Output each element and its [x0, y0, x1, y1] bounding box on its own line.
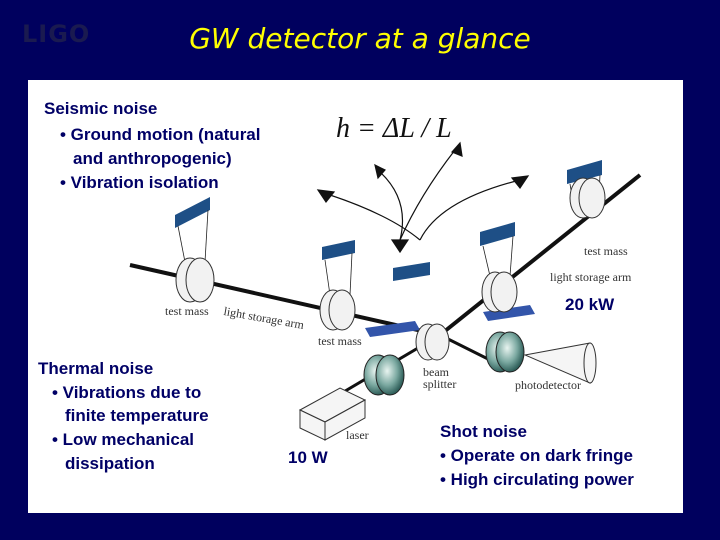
label-test-mass-center: test mass	[318, 334, 362, 348]
thermal-bullet-1: • Vibrations due to	[52, 383, 202, 402]
recycling-mirror-right-icon	[485, 331, 525, 373]
seismic-heading: Seismic noise	[44, 99, 158, 118]
photodetector-icon	[523, 342, 597, 384]
thermal-bullet-2-cont: dissipation	[65, 454, 155, 473]
label-photodetector: photodetector	[515, 378, 581, 392]
suspension-plate-lower-1	[365, 321, 420, 337]
content-panel	[28, 80, 683, 513]
thermal-bullet-2: • Low mechanical	[52, 430, 194, 449]
test-mass-center-icon	[319, 289, 356, 331]
label-laser: laser	[346, 428, 369, 442]
label-test-mass-left: test mass	[165, 304, 209, 318]
shot-bullet-2: • High circulating power	[440, 470, 634, 489]
suspension-plate-bs	[393, 262, 430, 281]
recycling-mirror-left-icon	[363, 354, 405, 396]
beam-splitter-icon	[415, 323, 450, 361]
strain-arrows-icon	[316, 141, 530, 254]
test-mass-right-top-icon	[569, 177, 606, 219]
suspension-plate-right-top	[567, 160, 602, 184]
suspension-plate-left	[175, 197, 210, 228]
arm-power-label: 20 kW	[565, 295, 615, 314]
test-mass-left-icon	[175, 257, 215, 303]
suspension-plate-lower-2	[483, 305, 535, 321]
strain-formula: h = ΔL / L	[336, 113, 452, 144]
seismic-bullet-1-cont: and anthropogenic)	[73, 149, 232, 168]
seismic-bullet-2: • Vibration isolation	[60, 173, 219, 192]
label-light-storage-arm-right: light storage arm	[550, 270, 632, 284]
laser-icon	[298, 387, 367, 441]
shot-heading: Shot noise	[440, 422, 527, 441]
suspension-plate-right-mid	[480, 222, 515, 246]
suspension-plate-center	[322, 240, 355, 260]
slide-title: GW detector at a glance	[189, 22, 531, 55]
label-beam-splitter: beam splitter	[423, 365, 457, 391]
seismic-bullet-1: • Ground motion (natural	[60, 125, 261, 144]
shot-bullet-1: • Operate on dark fringe	[440, 446, 633, 465]
thermal-heading: Thermal noise	[38, 359, 154, 378]
thermal-bullet-1-cont: finite temperature	[65, 406, 209, 425]
beam-right-arm	[438, 173, 642, 337]
test-mass-right-mid-icon	[481, 271, 518, 313]
laser-power-label: 10 W	[288, 448, 328, 467]
ligo-logo: LIGO	[22, 20, 91, 48]
label-test-mass-right: test mass	[584, 244, 628, 258]
